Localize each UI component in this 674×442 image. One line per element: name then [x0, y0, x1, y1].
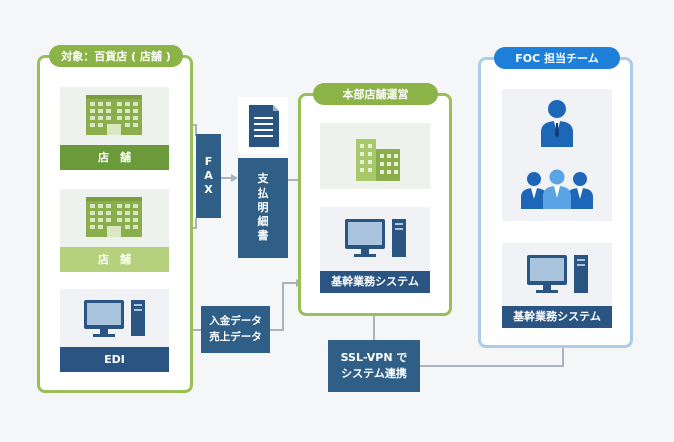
edi-label: EDI: [60, 347, 169, 372]
fax-char: F: [204, 154, 213, 168]
foc-computer-card: [502, 243, 612, 306]
deposit-line2: 売上データ: [209, 330, 262, 343]
computer-icon: [345, 219, 406, 257]
arrowhead: [231, 174, 238, 182]
target-stores-title: 対象：百貨店 ( 店舗 ): [49, 45, 183, 67]
document-card: [238, 97, 288, 154]
payment-char: 払: [257, 186, 269, 200]
payment-statement-box: 支 払 明 細 書: [238, 158, 288, 258]
foc-people-card: [502, 89, 612, 221]
hq-system-label: 基幹業務システム: [320, 271, 430, 293]
payment-char: 支: [257, 172, 269, 186]
ssl-vpn-box: SSL-VPN で システム連携: [328, 340, 420, 392]
foc-system-label: 基幹業務システム: [502, 306, 612, 328]
people-illustration: [521, 100, 593, 209]
fax-char: A: [204, 168, 213, 182]
hq-computer-card: [320, 207, 430, 271]
deposit-line1: 入金データ: [209, 315, 262, 328]
computer-icon: [84, 300, 145, 337]
foc-team-title: FOC 担当チーム: [494, 47, 620, 69]
deposit-sales-data-box: 入金データ 売上データ: [201, 306, 270, 353]
people-icon: [521, 169, 593, 209]
person-icon: [541, 100, 573, 147]
store1-label: 店 舗: [60, 145, 169, 170]
ssl-line1: SSL-VPN で: [340, 351, 408, 365]
hq-building-card: [320, 123, 430, 189]
document-icon: [249, 105, 279, 147]
fax-box: F A X: [196, 134, 221, 218]
fax-char: X: [204, 183, 213, 197]
payment-char: 書: [257, 229, 269, 243]
edi-card: [60, 289, 169, 347]
connector-deposit-hq: [270, 282, 296, 331]
ssl-line2: システム連携: [341, 367, 407, 380]
building-icon: [356, 139, 400, 181]
payment-char: 細: [257, 215, 269, 229]
store1-card: [60, 87, 169, 145]
building-icon: [86, 95, 142, 135]
store2-label: 店 舗: [60, 247, 169, 272]
computer-icon: [527, 255, 588, 293]
hq-store-ops-title: 本部店舗運営: [313, 83, 438, 105]
payment-char: 明: [257, 200, 269, 214]
store2-card: [60, 189, 169, 247]
connector-ssl-foc: [420, 340, 564, 367]
building-icon: [86, 197, 142, 237]
